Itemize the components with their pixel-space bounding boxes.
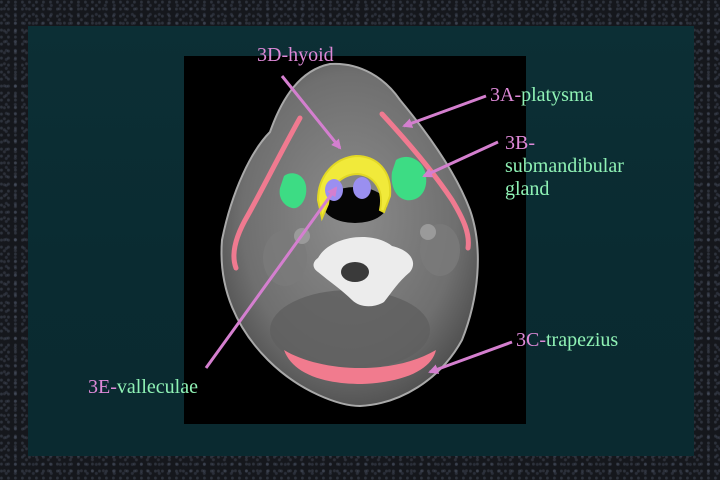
trapezius-muscle	[284, 350, 436, 384]
label-platysma: 3A-platysma	[490, 84, 593, 107]
label-valleculae: 3E-valleculae	[88, 376, 198, 399]
submandibular-gland-left	[279, 173, 307, 209]
label-hyoid-code: 3D-	[257, 44, 289, 66]
label-hyoid-name: hyoid	[288, 44, 334, 66]
label-hyoid: 3D-hyoid	[257, 44, 334, 67]
platysma-right	[379, 111, 471, 251]
label-valleculae-name: valleculae	[116, 376, 198, 398]
right-vessel	[420, 224, 436, 240]
arrow-submandibular	[422, 140, 499, 178]
platysma-left	[231, 115, 303, 271]
arrow-trapezius	[428, 340, 513, 374]
label-trapezius-name: trapezius	[546, 329, 619, 351]
label-submandibular-code: 3B-	[505, 132, 535, 154]
arrow-valleculae	[204, 186, 338, 369]
label-submandibular: 3B- submandibular gland	[505, 132, 624, 201]
arrow-platysma	[402, 94, 487, 128]
label-submandibular-name-line2: gland	[505, 178, 550, 200]
spinal-canal	[341, 262, 369, 282]
label-platysma-code: 3A-	[490, 84, 522, 106]
hyoid-bone	[316, 154, 392, 222]
label-submandibular-name-line1: submandibular	[505, 155, 624, 177]
vallecula-right	[353, 177, 371, 199]
label-platysma-name: platysma	[521, 84, 594, 106]
arrow-hyoid	[280, 75, 342, 150]
label-trapezius-code: 3C-	[516, 329, 546, 351]
posterior-muscles	[270, 290, 430, 370]
label-trapezius: 3C-trapezius	[516, 329, 618, 352]
label-valleculae-code: 3E-	[88, 376, 117, 398]
submandibular-gland-right	[391, 156, 427, 201]
